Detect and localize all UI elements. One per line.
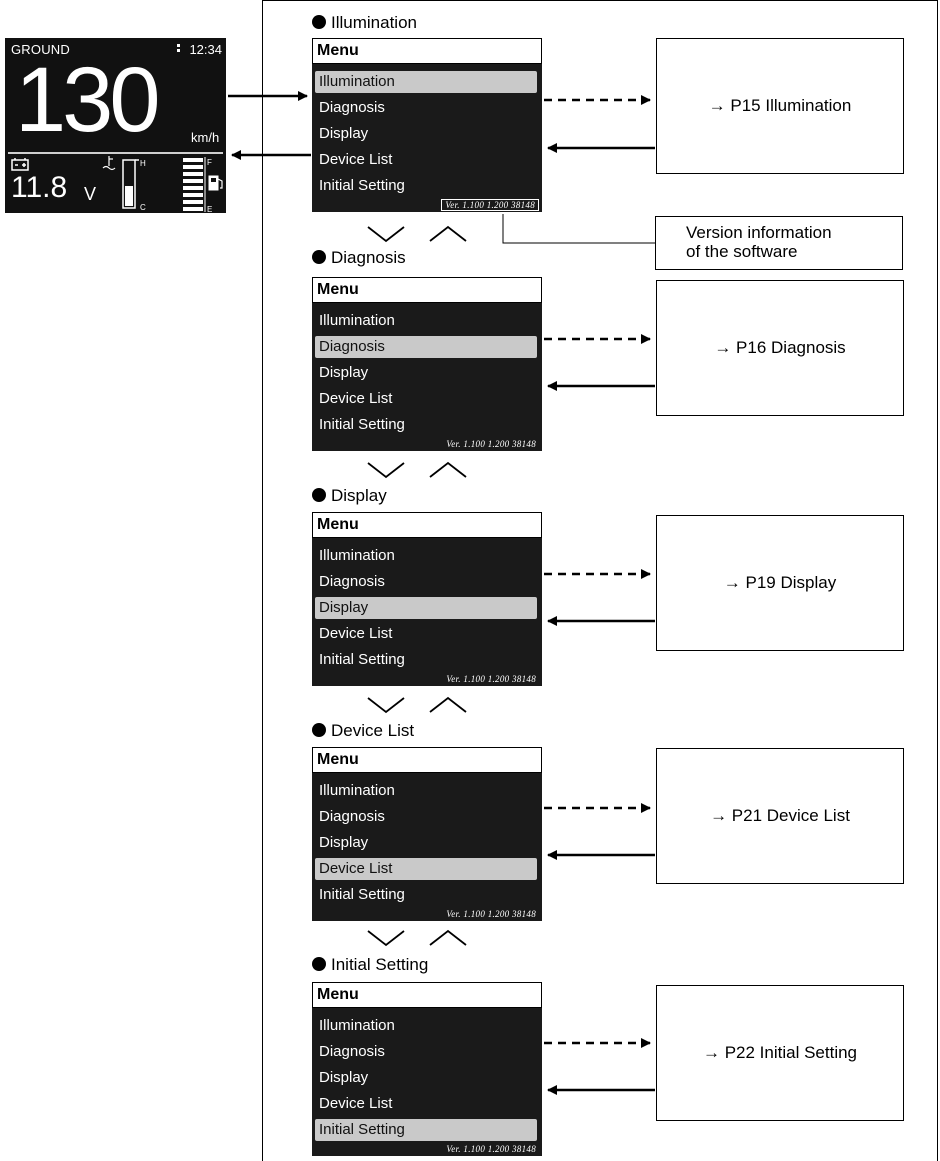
menu-item-initial-setting[interactable]: Initial Setting (319, 886, 405, 903)
battery-icon (11, 158, 29, 171)
menu-item-illumination[interactable]: Illumination (319, 1017, 395, 1034)
temperature-gauge (122, 159, 139, 209)
bullet-icon (312, 250, 326, 264)
fuel-full-label: F (207, 158, 212, 167)
menu-item-device-list[interactable]: Device List (319, 625, 393, 642)
version-label: Ver. 1.100 1.200 38148 (446, 439, 536, 449)
clock-readout: 12:34 (189, 42, 222, 57)
menu-item-illumination[interactable]: Illumination (319, 782, 395, 799)
menu-item-display[interactable]: Display (315, 597, 537, 619)
target-box-display: → P19 Display (656, 515, 904, 651)
voltage-unit: V (84, 184, 97, 204)
menu-item-display[interactable]: Display (319, 125, 369, 142)
menu-item-device-list[interactable]: Device List (319, 390, 393, 407)
menu-item-initial-setting[interactable]: Initial Setting (319, 651, 405, 668)
bullet-icon (312, 15, 326, 29)
menu-item-illumination[interactable]: Illumination (319, 312, 395, 329)
menu-item-diagnosis[interactable]: Diagnosis (319, 1043, 385, 1060)
menu-screen-display: Menu Illumination Diagnosis Display Devi… (312, 512, 542, 686)
heading-device-list: Device List (312, 720, 414, 742)
diagram-frame (262, 0, 938, 1161)
bullet-icon (312, 488, 326, 502)
menu-title: Menu (312, 982, 542, 1008)
heading-diagnosis: Diagnosis (312, 247, 406, 269)
menu-screen-illumination: Menu Illumination Diagnosis Display Devi… (312, 38, 542, 212)
menu-item-diagnosis[interactable]: Diagnosis (319, 99, 385, 116)
menu-item-initial-setting[interactable]: Initial Setting (319, 416, 405, 433)
target-label: → P16 Diagnosis (714, 338, 846, 357)
heading-illumination: Illumination (312, 12, 417, 34)
mode-label: GROUND (11, 42, 70, 57)
menu-item-initial-setting[interactable]: Initial Setting (315, 1119, 537, 1141)
heading-initial-setting: Initial Setting (312, 954, 428, 976)
menu-title: Menu (312, 747, 542, 773)
menu-item-device-list[interactable]: Device List (319, 1095, 393, 1112)
version-label: Ver. 1.100 1.200 38148 (446, 909, 536, 919)
menu-title: Menu (312, 277, 542, 303)
menu-item-display[interactable]: Display (319, 1069, 369, 1086)
menu-screen-initial-setting: Menu Illumination Diagnosis Display Devi… (312, 982, 542, 1156)
menu-item-diagnosis[interactable]: Diagnosis (319, 808, 385, 825)
gauge-graphics: H C F E (11, 44, 223, 213)
version-label: Ver. 1.100 1.200 38148 (446, 674, 536, 684)
menu-screen-device-list: Menu Illumination Diagnosis Display Devi… (312, 747, 542, 921)
speed-readout: 130 (15, 49, 160, 151)
speed-unit: km/h (191, 130, 220, 145)
chevron-down-icon (367, 226, 405, 947)
target-box-initial-setting: → P22 Initial Setting (656, 985, 904, 1121)
version-callout: Version information of the software (655, 216, 903, 270)
speedometer-display: GROUND 12:34 130 km/h 11.8 V H C (5, 38, 226, 213)
version-callout-line2: of the software (686, 242, 798, 261)
bullet-icon (312, 723, 326, 737)
menu-title: Menu (312, 38, 542, 64)
menu-item-diagnosis[interactable]: Diagnosis (315, 336, 537, 358)
target-box-illumination: → P15 Illumination (656, 38, 904, 174)
menu-item-diagnosis[interactable]: Diagnosis (319, 573, 385, 590)
clock-icon (177, 44, 180, 52)
menu-item-illumination[interactable]: Illumination (315, 71, 537, 93)
target-box-diagnosis: → P16 Diagnosis (656, 280, 904, 416)
voltage-readout: 11.8 (11, 171, 68, 204)
version-leader-line (502, 214, 655, 244)
menu-item-display[interactable]: Display (319, 834, 369, 851)
menu-item-illumination[interactable]: Illumination (319, 547, 395, 564)
version-label: Ver. 1.100 1.200 38148 (441, 199, 539, 211)
fuel-pump-icon (208, 175, 223, 191)
temperature-icon (102, 156, 116, 171)
target-box-device-list: → P21 Device List (656, 748, 904, 884)
target-label: → P19 Display (723, 573, 837, 592)
target-label: → P22 Initial Setting (702, 1043, 858, 1062)
menu-screen-diagnosis: Menu Illumination Diagnosis Display Devi… (312, 277, 542, 451)
display-divider (8, 152, 223, 154)
menu-item-device-list[interactable]: Device List (315, 858, 537, 880)
fuel-empty-label: E (207, 205, 212, 213)
menu-item-initial-setting[interactable]: Initial Setting (319, 177, 405, 194)
target-label: → P21 Device List (710, 806, 850, 825)
version-label: Ver. 1.100 1.200 38148 (446, 1144, 536, 1154)
temp-low-label: C (140, 203, 146, 212)
menu-item-display[interactable]: Display (319, 364, 369, 381)
menu-item-device-list[interactable]: Device List (319, 151, 393, 168)
heading-display: Display (312, 485, 387, 507)
menu-title: Menu (312, 512, 542, 538)
chevron-up-icon (429, 225, 467, 946)
target-label: → P15 Illumination (708, 96, 852, 115)
bullet-icon (312, 957, 326, 971)
version-callout-line1: Version information (686, 223, 832, 242)
temp-high-label: H (140, 159, 146, 168)
fuel-gauge (183, 158, 203, 211)
